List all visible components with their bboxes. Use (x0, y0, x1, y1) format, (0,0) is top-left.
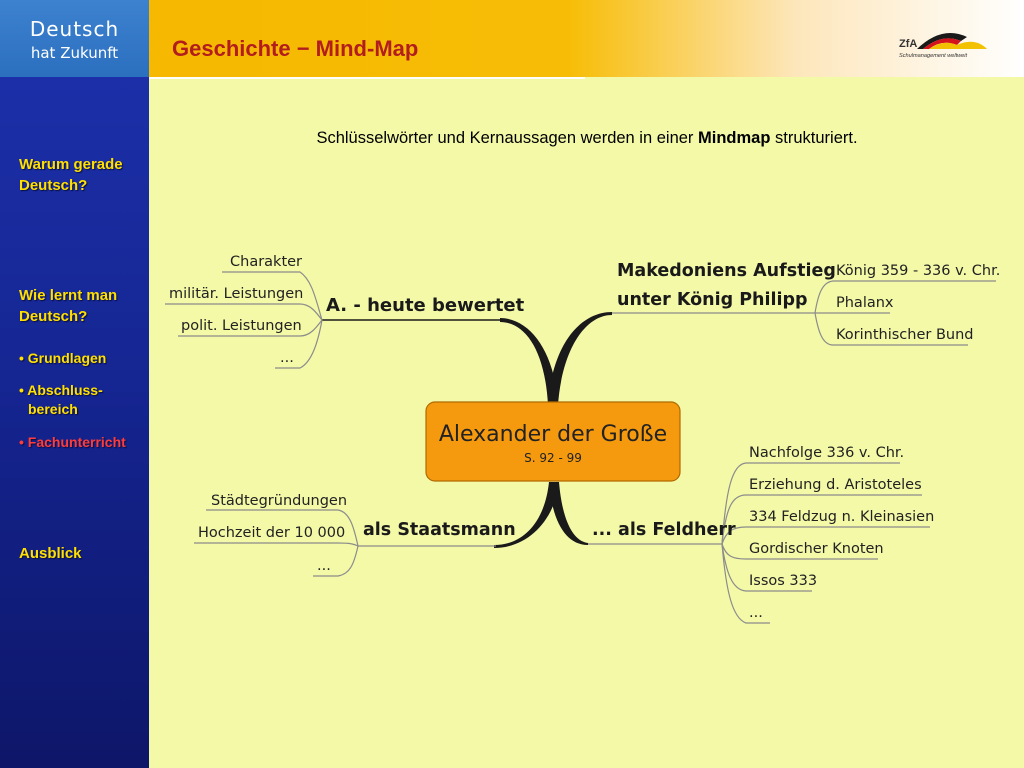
partner-logo: ZfA Schulmanagement weltweit (899, 33, 987, 59)
intro-text-end: strukturiert. (770, 129, 858, 147)
leaf-feldzug: 334 Feldzug n. Kleinasien (749, 509, 934, 525)
sidebar-item-wie-lernt[interactable]: Wie lernt man Deutsch? (19, 285, 117, 327)
sidebar-item-label: Wie lernt man (19, 287, 118, 304)
leaf-koenig: König 359 - 336 v. Chr. (836, 263, 1000, 279)
leaf-polit: polit. Leistungen (181, 318, 302, 334)
sub-lines-top-left (165, 271, 323, 369)
center-node (425, 401, 681, 482)
leaf-ellipsis-top-left: ... (280, 350, 294, 366)
branch-label-top-right-line1: Makedoniens Aufstieg (617, 261, 836, 281)
leaf-erziehung: Erziehung d. Aristoteles (749, 477, 922, 493)
logo-arc-black (917, 33, 967, 49)
header-divider (149, 77, 585, 79)
intro-text-start: Schlüsselwörter und Kernaussagen werden … (316, 129, 699, 147)
leaf-staedte: Städtegründungen (211, 493, 347, 509)
leaf-hochzeit: Hochzeit der 10 000 (198, 525, 345, 541)
connector-bottom-right (549, 482, 588, 545)
logo-text: ZfA (899, 38, 917, 50)
leaf-ellipsis-bottom-right: ... (749, 605, 763, 621)
leaf-ellipsis-bottom-left: ... (317, 558, 331, 574)
sidebar-item-label: Warum gerade (19, 156, 123, 173)
leaf-phalanx: Phalanx (836, 295, 894, 311)
logo-subtext: Schulmanagement weltweit (899, 53, 968, 59)
intro-text: Schlüsselwörter und Kernaussagen werden … (150, 129, 1024, 148)
leaf-korinth: Korinthischer Bund (836, 327, 973, 343)
sidebar-item-label: • Abschluss- (19, 382, 103, 398)
branch-label-top-left: A. - heute bewertet (326, 295, 525, 316)
leaf-militaer: militär. Leistungen (169, 286, 303, 302)
intro-text-bold: Mindmap (698, 129, 771, 147)
sidebar-item-grundlagen[interactable]: • Grundlagen (19, 350, 107, 366)
logo-arc-red (923, 38, 961, 49)
leaf-nachfolge: Nachfolge 336 v. Chr. (749, 445, 904, 461)
sidebar-item-label: Deutsch? (19, 308, 88, 325)
sidebar-item-warum[interactable]: Warum gerade Deutsch? (19, 154, 123, 196)
sidebar-item-abschluss[interactable]: • Abschluss- bereich (19, 381, 103, 419)
sidebar-item-label: bereich (28, 401, 78, 417)
connector-top-right (548, 312, 612, 405)
branch-label-bottom-right: ... als Feldherr (592, 520, 736, 540)
sub-lines-bottom-left (194, 509, 359, 577)
page-title: Geschichte − Mind-Map (172, 36, 419, 61)
sidebar (0, 77, 149, 768)
logo-line-1: Deutsch (29, 17, 120, 41)
sidebar-item-label: Deutsch? (19, 177, 88, 194)
sidebar-item-ausblick[interactable]: Ausblick (19, 545, 82, 562)
branch-label-bottom-left: als Staatsmann (363, 520, 516, 540)
logo[interactable]: Deutsch hat Zukunft (0, 0, 149, 77)
sub-lines-bottom-right (721, 462, 930, 624)
leaf-charakter: Charakter (230, 254, 302, 270)
logo-arc-gold (929, 41, 987, 49)
leaf-gordisch: Gordischer Knoten (749, 541, 884, 557)
header-bar (149, 0, 1024, 77)
branch-label-top-right-line2: unter König Philipp (617, 290, 808, 310)
leaf-issos: Issos 333 (749, 573, 817, 589)
sub-lines-top-right (814, 280, 996, 346)
logo-line-2: hat Zukunft (30, 44, 119, 62)
center-node-title: Alexander der Große (439, 422, 667, 447)
center-node-subtitle: S. 92 - 99 (524, 451, 582, 465)
sidebar-item-fachunterricht[interactable]: • Fachunterricht (19, 434, 126, 450)
